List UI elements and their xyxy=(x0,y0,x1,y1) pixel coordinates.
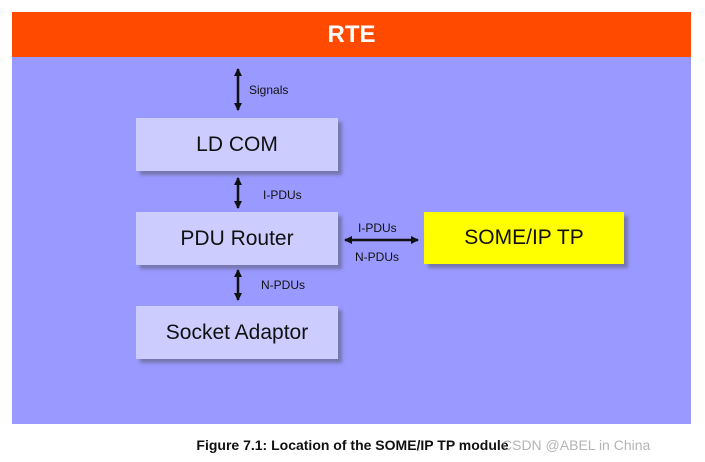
npdus-vertical-label: N-PDUs xyxy=(261,278,305,292)
ld-com-box: LD COM xyxy=(136,118,338,171)
rte-layer: RTE xyxy=(12,12,691,57)
watermark: CSDN @ABEL in China xyxy=(502,437,651,453)
some-ip-tp-label: SOME/IP TP xyxy=(464,226,584,249)
socket-adaptor-label: Socket Adaptor xyxy=(165,320,309,344)
pdu-router-box: PDU Router xyxy=(136,212,338,265)
npdus-horizontal-label: N-PDUs xyxy=(355,250,399,264)
ipdus-vertical-label: I-PDUs xyxy=(263,188,302,202)
figure-caption: Figure 7.1: Location of the SOME/IP TP m… xyxy=(196,437,509,453)
rte-label: RTE xyxy=(327,20,376,48)
ld-com-label: LD COM xyxy=(196,132,278,156)
pdu-router-label: PDU Router xyxy=(180,226,294,250)
signals-label: Signals xyxy=(249,83,289,97)
connector-arrows xyxy=(234,68,419,301)
socket-adaptor-box: Socket Adaptor xyxy=(136,306,338,359)
ipdus-horizontal-label: I-PDUs xyxy=(358,221,397,235)
some-ip-tp-box: SOME/IP TP xyxy=(424,212,624,264)
architecture-diagram: RTE Signals I-PDUs N-PDUs I-PDUs N-PDUs … xyxy=(12,12,691,424)
